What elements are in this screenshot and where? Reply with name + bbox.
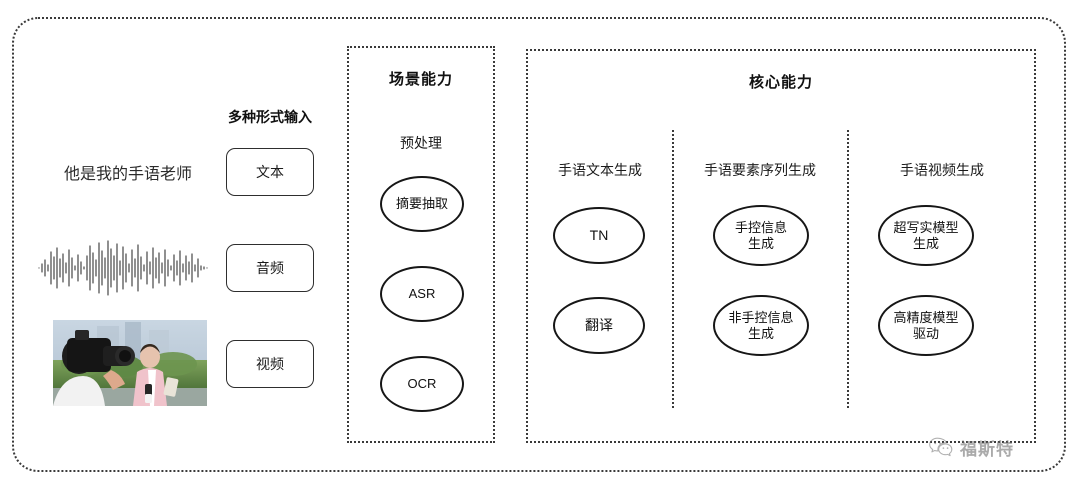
scene-node-summary-extraction[interactable]: 摘要抽取 [380, 176, 464, 232]
watermark-text: 福斯特 [960, 439, 1014, 459]
outer-frame [12, 17, 1066, 472]
input-box-text[interactable]: 文本 [226, 148, 314, 196]
wechat-icon [928, 436, 954, 458]
input-section-heading: 多种形式输入 [228, 109, 312, 125]
core-node-hyperrealistic-model-generation[interactable]: 超写实模型 生成 [878, 205, 974, 266]
core-node-translation[interactable]: 翻译 [553, 297, 645, 354]
input-box-audio[interactable]: 音频 [226, 244, 314, 292]
watermark: 福斯特 [928, 432, 1014, 462]
core-panel-title: 核心能力 [748, 74, 813, 91]
core-column-label-sign-text-generation: 手语文本生成 [558, 162, 642, 178]
scene-panel-title: 场景能力 [388, 71, 453, 88]
scene-node-ocr[interactable]: OCR [380, 356, 464, 412]
core-node-manual-info-generation[interactable]: 手控信息 生成 [713, 205, 809, 266]
input-box-video[interactable]: 视频 [226, 340, 314, 388]
video-thumbnail-icon [53, 320, 207, 406]
core-node-non-manual-info-generation[interactable]: 非手控信息 生成 [713, 295, 809, 356]
core-column-label-sign-element-sequence-generation: 手语要素序列生成 [704, 162, 816, 178]
scene-node-asr[interactable]: ASR [380, 266, 464, 322]
core-column-divider-2 [847, 130, 849, 408]
scene-group-label-preprocess: 预处理 [400, 135, 442, 151]
core-column-divider-1 [672, 130, 674, 408]
core-column-label-sign-video-generation: 手语视频生成 [900, 162, 984, 178]
sample-text-sentence: 他是我的手语老师 [63, 166, 192, 183]
core-node-high-precision-model-driving[interactable]: 高精度模型 驱动 [878, 295, 974, 356]
waveform-icon [36, 238, 212, 298]
core-capability-panel [526, 49, 1036, 443]
scene-capability-panel [347, 46, 495, 443]
core-node-tn[interactable]: TN [553, 207, 645, 264]
